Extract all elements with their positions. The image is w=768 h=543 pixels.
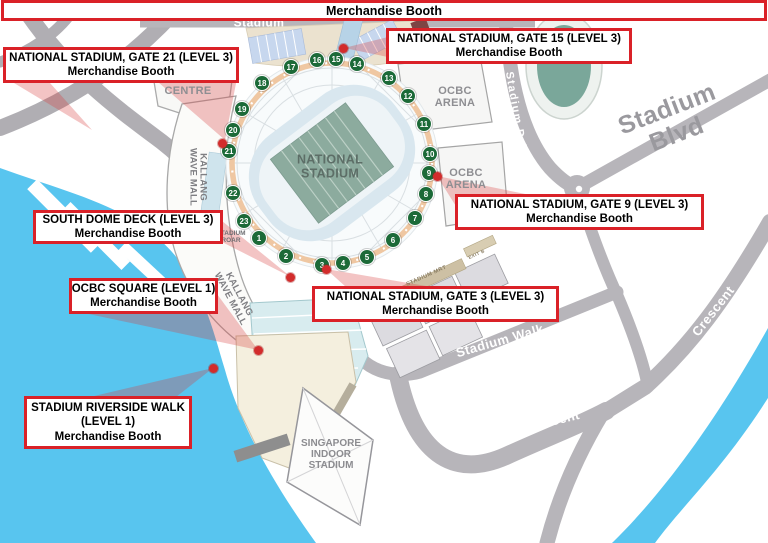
place-ocbc-arena-south-label: OCBC ARENA xyxy=(445,167,487,191)
callout-line: Merchandise Booth xyxy=(455,47,563,59)
water xyxy=(0,168,768,543)
booth-dot-gate-9 xyxy=(432,171,442,181)
gate-marker-1: 1 xyxy=(251,230,267,246)
booth-dot-ocbc-square xyxy=(253,345,263,355)
beam-gate-21b xyxy=(14,83,92,130)
stadium-pitch xyxy=(269,102,395,224)
place-kallang-wave-mall-south-label: KALLANG WAVE MALL xyxy=(211,270,256,328)
place-exit-b-label: EXIT B xyxy=(467,248,486,260)
gate-marker-6: 6 xyxy=(385,232,401,248)
road-stadium-drive-label: Stadium Drive xyxy=(502,70,531,165)
callout-line: Merchandise Booth xyxy=(382,305,489,317)
gate-marker-8: 8 xyxy=(418,186,434,202)
gate-marker-16: 16 xyxy=(309,52,325,68)
gate-marker-10: 10 xyxy=(422,146,438,162)
callout-line: OCBC SQUARE (LEVEL 1) xyxy=(71,282,216,295)
road-stadium-crescent-east xyxy=(592,214,768,423)
callout-line: NATIONAL STADIUM, GATE 9 (LEVEL 3) xyxy=(470,198,689,211)
callout-line: Merchandise Booth xyxy=(526,213,633,225)
callout-line: STADIUM RIVERSIDE WALK xyxy=(31,401,185,414)
gate-marker-17: 17 xyxy=(283,59,299,75)
booth-dot-gate-21 xyxy=(217,138,227,148)
place-national-stadium-label: NATIONAL STADIUM xyxy=(296,152,364,180)
road-stadium-walk-label: Stadium Walk xyxy=(454,320,546,361)
road-stadium-crescent-south-label: Stadium Crescent xyxy=(462,406,582,451)
callout-line: NATIONAL STADIUM, GATE 3 (LEVEL 3) xyxy=(326,290,545,303)
callout-stadium-riverside-walk: STADIUM RIVERSIDE WALK (LEVEL 1)Merchandi… xyxy=(24,396,192,449)
stadium-bowl xyxy=(248,84,416,242)
gate-marker-14: 14 xyxy=(349,56,365,72)
gate-marker-2: 2 xyxy=(278,248,294,264)
beam-south-dome-deck xyxy=(222,221,291,277)
callout-line: Merchandise Booth xyxy=(74,228,182,240)
river-strip-water xyxy=(612,328,768,543)
place-singapore-indoor-stadium-label: SINGAPORE INDOOR STADIUM xyxy=(300,437,362,471)
callout-line: SOUTH DOME DECK (LEVEL 3) xyxy=(42,213,214,226)
callout-gate-9: NATIONAL STADIUM, GATE 9 (LEVEL 3) Mercha… xyxy=(455,194,704,230)
road-junction-dot xyxy=(575,185,583,193)
callout-line: Merchandise Booth xyxy=(67,66,175,78)
road-stadium-blvd xyxy=(570,73,768,195)
callout-line: (LEVEL 1) xyxy=(80,416,136,429)
gate-marker-13: 13 xyxy=(381,70,397,86)
gate-marker-12: 12 xyxy=(400,88,416,104)
gate-marker-18: 18 xyxy=(254,75,270,91)
singapore-indoor-stadium xyxy=(286,386,374,527)
road-stadium-crescent-east-label: Stadium Crescent xyxy=(679,276,738,340)
gate-marker-19: 19 xyxy=(234,101,250,117)
gate-marker-20: 20 xyxy=(225,122,241,138)
beam-stadium-riverside-walk xyxy=(90,368,213,397)
booth-dot-gate-15 xyxy=(338,43,348,53)
callout-gate-3: NATIONAL STADIUM, GATE 3 (LEVEL 3) Mercha… xyxy=(312,286,559,322)
title-bar: Merchandise Booth xyxy=(1,0,767,21)
gate-marker-22: 22 xyxy=(225,185,241,201)
gate-marker-7: 7 xyxy=(407,210,423,226)
road-stadium-blvd-label: Stadium Blvd xyxy=(614,77,720,158)
callout-gate-21: NATIONAL STADIUM, GATE 21 (LEVEL 3) Merch… xyxy=(3,47,239,83)
place-ocbc-arena-north-label: OCBC ARENA xyxy=(434,85,476,109)
callout-line: NATIONAL STADIUM, GATE 15 (LEVEL 3) xyxy=(397,32,621,45)
gate-marker-11: 11 xyxy=(416,116,432,132)
national-stadium xyxy=(225,56,439,270)
callout-south-dome-deck: SOUTH DOME DECK (LEVEL 3) Merchandise Boo… xyxy=(33,210,223,244)
callout-line: Merchandise Booth xyxy=(54,430,162,443)
booth-dot-south-dome-deck xyxy=(285,272,295,282)
title-bar-label: Merchandise Booth xyxy=(326,3,442,18)
gate-marker-4: 4 xyxy=(335,255,351,271)
booth-dot-stadium-riverside-walk xyxy=(208,363,218,373)
place-kallang-wave-mall-north-label: KALLANG WAVE MALL xyxy=(187,147,209,207)
booth-dot-gate-3 xyxy=(321,264,331,274)
callout-ocbc-square: OCBC SQUARE (LEVEL 1) Merchandise Booth xyxy=(69,278,218,314)
place-centre-label: CENTRE xyxy=(164,85,212,98)
road-stadium-crescent-south xyxy=(389,366,615,474)
gate-marker-15: 15 xyxy=(328,51,344,67)
beam-gate-3 xyxy=(326,269,432,287)
gate-marker-23: 23 xyxy=(236,213,252,229)
road-crescent-branch xyxy=(539,404,611,543)
beam-gate-21 xyxy=(158,73,238,140)
callout-gate-15: NATIONAL STADIUM, GATE 15 (LEVEL 3) Merch… xyxy=(386,28,632,64)
callout-line: Merchandise Booth xyxy=(90,297,197,309)
beam-gate-15 xyxy=(344,37,388,57)
callout-line: NATIONAL STADIUM, GATE 21 (LEVEL 3) xyxy=(9,51,233,64)
gate-marker-5: 5 xyxy=(359,249,375,265)
kallang-basin-water xyxy=(0,168,316,543)
riverside-deck xyxy=(233,331,357,473)
